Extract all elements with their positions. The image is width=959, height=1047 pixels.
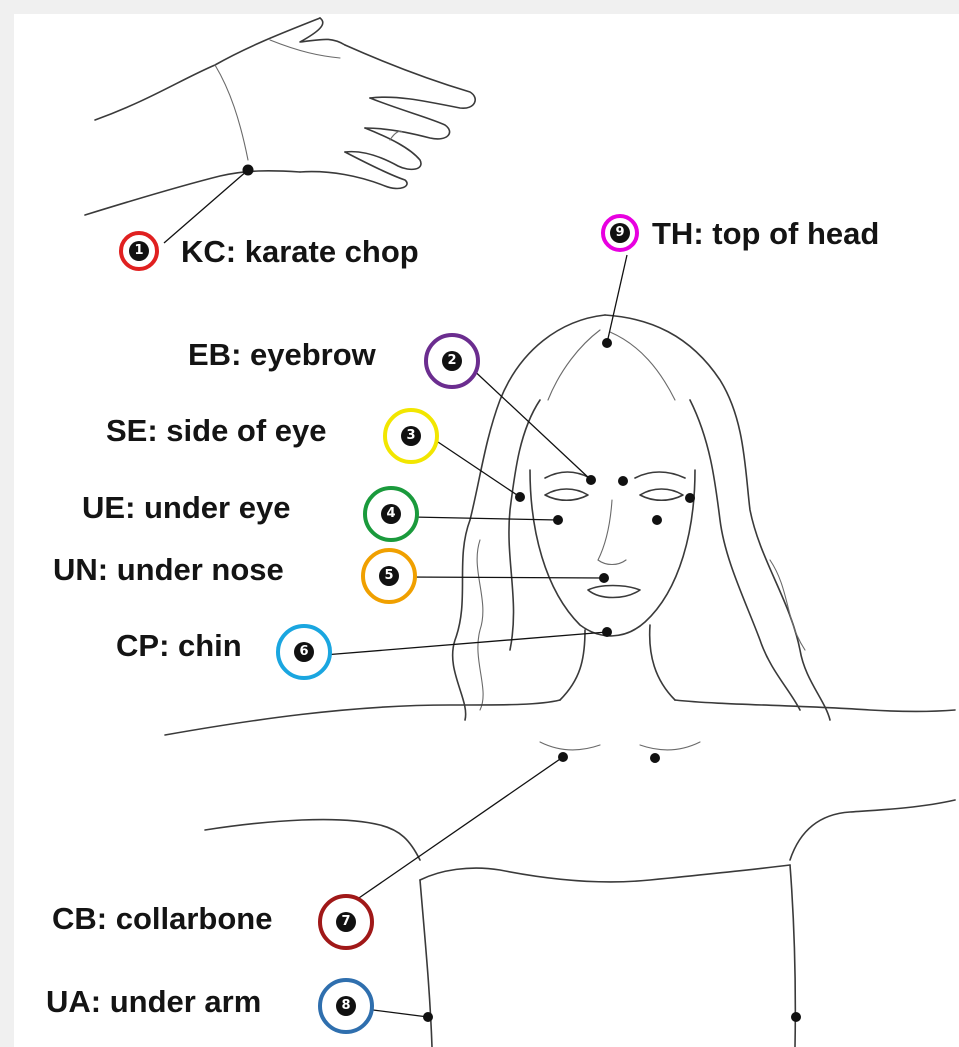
- dot-under-eye-right: [652, 515, 662, 525]
- dot-under-nose: [599, 573, 609, 583]
- dot-under-eye-left: [553, 515, 563, 525]
- point-number-9: 9: [610, 223, 630, 243]
- point-label-top-of-head: TH: top of head: [652, 218, 879, 249]
- point-number-2: 2: [442, 351, 462, 371]
- point-badge-6: 6: [276, 624, 332, 680]
- dot-collarbone-left: [558, 752, 568, 762]
- hand-sketch: [85, 18, 475, 215]
- point-badge-2: 2: [424, 333, 480, 389]
- tapping-dots: [243, 165, 802, 1023]
- dot-side-of-eye-left: [515, 492, 525, 502]
- point-number-8: 8: [336, 996, 356, 1016]
- dot-eyebrow-right: [618, 476, 628, 486]
- point-label-under-arm: UA: under arm: [46, 986, 261, 1017]
- dot-under-arm-right: [791, 1012, 801, 1022]
- point-number-5: 5: [379, 566, 399, 586]
- dot-under-arm-left: [423, 1012, 433, 1022]
- point-badge-5: 5: [361, 548, 417, 604]
- point-number-7: 7: [336, 912, 356, 932]
- point-number-6: 6: [294, 642, 314, 662]
- point-number-1: 1: [129, 241, 149, 261]
- point-badge-3: 3: [383, 408, 439, 464]
- point-label-under-eye: UE: under eye: [82, 492, 290, 523]
- point-badge-4: 4: [363, 486, 419, 542]
- point-number-4: 4: [381, 504, 401, 524]
- point-number-3: 3: [401, 426, 421, 446]
- point-badge-1: 1: [119, 231, 159, 271]
- dot-eyebrow-left: [586, 475, 596, 485]
- point-badge-8: 8: [318, 978, 374, 1034]
- dot-side-of-eye-right: [685, 493, 695, 503]
- head-sketch: [453, 315, 830, 720]
- dot-collarbone-right: [650, 753, 660, 763]
- point-label-chin: CP: chin: [116, 630, 242, 661]
- point-label-under-nose: UN: under nose: [53, 554, 284, 585]
- point-label-karate-chop: KC: karate chop: [181, 236, 419, 267]
- point-label-side-of-eye: SE: side of eye: [106, 415, 327, 446]
- dot-chin: [602, 627, 612, 637]
- point-label-collarbone: CB: collarbone: [52, 903, 272, 934]
- dot-karate-chop: [243, 165, 254, 176]
- point-badge-9: 9: [601, 214, 639, 252]
- point-badge-7: 7: [318, 894, 374, 950]
- torso-sketch: [165, 700, 955, 1047]
- point-label-eyebrow: EB: eyebrow: [188, 339, 376, 370]
- dot-top-of-head: [602, 338, 612, 348]
